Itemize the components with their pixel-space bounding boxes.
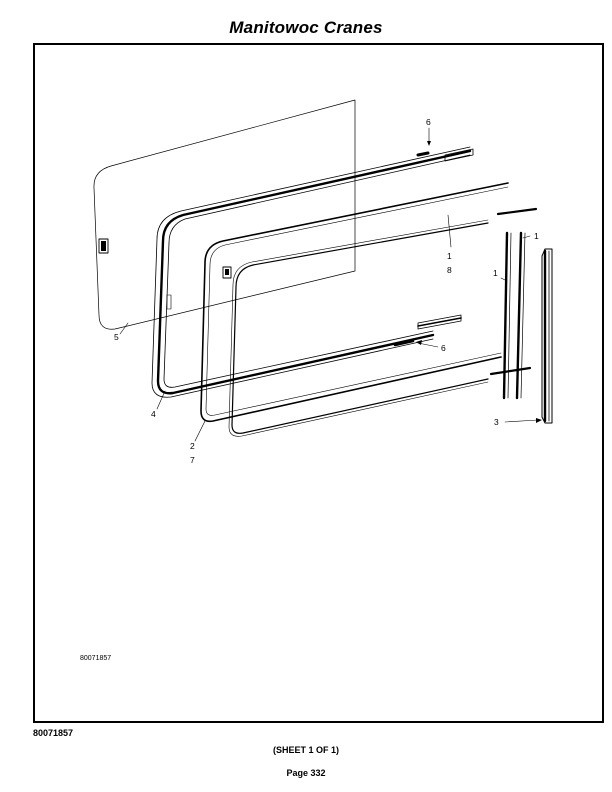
callout-6-top: 6 — [426, 117, 431, 127]
seal — [200, 182, 509, 423]
latch-block-glass — [98, 238, 109, 254]
callout-5: 5 — [114, 332, 119, 342]
callout-4: 4 — [151, 409, 156, 419]
glass-pane — [93, 99, 356, 330]
latch-block-seal — [222, 266, 232, 279]
lower-channel-segment — [417, 314, 462, 330]
page-number: Page 332 — [286, 768, 326, 778]
callout-1-right-top: 1 — [534, 231, 539, 241]
page-title: Manitowoc Cranes — [229, 18, 383, 37]
drawing-frame — [33, 43, 604, 723]
inner-trim — [231, 222, 489, 434]
callout-8-mid: 8 — [447, 265, 452, 275]
callout-1-mid: 1 — [447, 251, 452, 261]
vertical-seal-left — [502, 231, 509, 400]
drawing-number: 80071857 — [33, 728, 74, 738]
window-assembly-drawing: 6 1 8 1 1 6 5 4 2 7 3 — [93, 99, 553, 465]
drawing-number-inside: 80071857 — [80, 655, 112, 662]
outer-channel-frame — [156, 149, 472, 395]
sheet-label: (SHEET 1 OF 1) — [272, 745, 339, 755]
callout-7: 7 — [190, 455, 195, 465]
callout-3: 3 — [494, 417, 499, 427]
callout-6-lower: 6 — [441, 343, 446, 353]
vertical-seal-right — [515, 231, 523, 400]
callout-2: 2 — [190, 441, 195, 451]
vertical-channel — [541, 248, 553, 424]
callout-1-right: 1 — [493, 268, 498, 278]
